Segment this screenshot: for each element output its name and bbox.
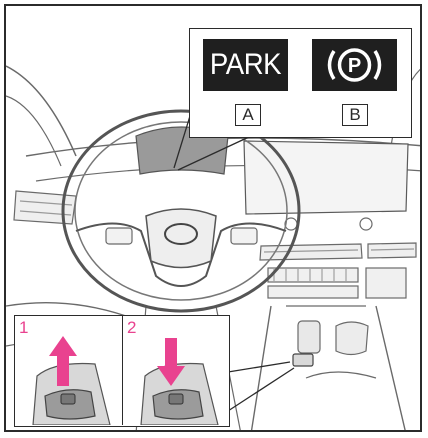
switch-push-illustration xyxy=(123,316,230,425)
switch-operation-inset: 1 2 xyxy=(14,315,230,427)
step-2-number: 2 xyxy=(127,318,136,338)
park-indicator-text: PARK xyxy=(206,39,284,91)
switch-pull-illustration xyxy=(15,316,122,425)
circle-p-icon: P xyxy=(312,39,397,91)
step-1-panel: 1 xyxy=(15,316,122,425)
label-b: B xyxy=(342,104,368,126)
label-a: A xyxy=(235,104,261,126)
step-1-number: 1 xyxy=(19,318,28,338)
step-2-panel: 2 xyxy=(122,316,230,425)
park-indicator: PARK xyxy=(203,39,288,91)
parking-brake-indicator-icon: P xyxy=(312,39,397,91)
figure-frame: PARK P A B 1 xyxy=(4,4,422,432)
indicator-callout: PARK P A B xyxy=(189,28,412,138)
circle-p-letter: P xyxy=(348,55,361,77)
